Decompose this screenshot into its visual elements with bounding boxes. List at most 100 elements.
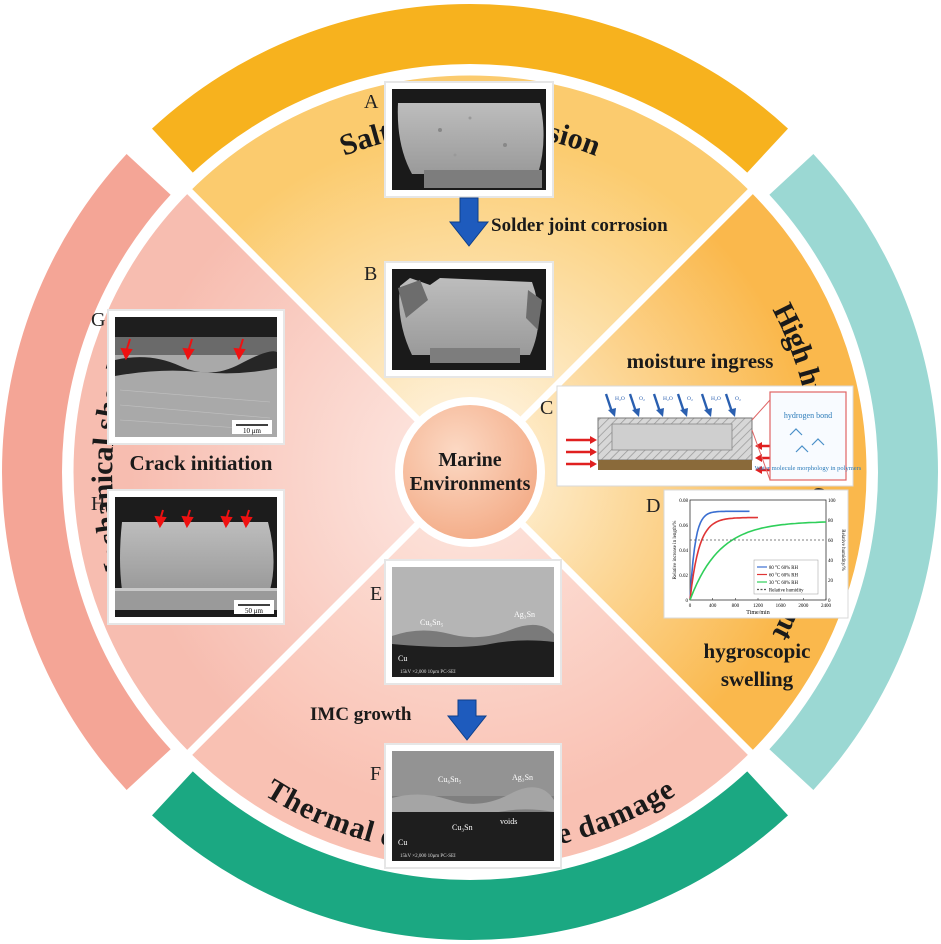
- legend-box: [753, 559, 819, 595]
- sem-image-h: 50 μm: [107, 489, 285, 625]
- x-tick-label: 1600: [776, 604, 787, 609]
- center-title-line1: Marine: [438, 449, 501, 471]
- x-tick-label: 2000: [798, 604, 809, 609]
- label-ag3sn-e: Ag₃Sn: [514, 610, 535, 619]
- ring-segment-left: [1, 154, 171, 790]
- x-tick-label: 1200: [753, 604, 764, 609]
- moisture-arrow: [652, 393, 662, 413]
- y2-tick-label: 40: [828, 559, 834, 564]
- series-30c: [689, 521, 827, 601]
- moisture-arrow: [604, 393, 614, 413]
- legend-label: 30 °C 60% RH: [769, 581, 799, 586]
- label-o2: O₂: [735, 396, 741, 402]
- x-tick-label: 0: [689, 604, 692, 609]
- moisture-arrow-head: [656, 408, 664, 417]
- panel-label-h: H: [91, 493, 105, 515]
- label-cu6sn5-e: Cu₆Sn₅: [420, 618, 444, 627]
- ring-segment-bottom: [152, 771, 788, 940]
- y2-tick-label: 100: [828, 499, 836, 504]
- series-60c: [689, 516, 759, 601]
- panel-label-b: B: [364, 263, 377, 285]
- sem-info-e: 15kV ×2,000 10μm PC-SEI: [400, 670, 456, 675]
- moisture-arrow-head: [632, 408, 640, 417]
- label-cu6sn5-f: Cu₆Sn₅: [438, 775, 462, 784]
- scale-bar-50um: 50 μm: [245, 607, 264, 615]
- label-h2o: H₂O: [711, 396, 721, 402]
- legend-label: 60 °C 60% RH: [769, 573, 799, 578]
- moisture-arrow-head: [704, 408, 712, 417]
- sem-image-a: [384, 81, 554, 198]
- down-arrow-corrosion: [448, 197, 490, 247]
- y-tick-label: 0.02: [679, 574, 688, 579]
- panel-label-d: D: [646, 495, 660, 517]
- moisture-arrow: [700, 393, 710, 413]
- annotation-swelling: swelling: [721, 667, 794, 691]
- moisture-side-arrow-head: [590, 436, 597, 444]
- label-voids-f: voids: [500, 817, 517, 826]
- label-cu-f: Cu: [398, 838, 407, 847]
- x-tick-label: 800: [732, 604, 740, 609]
- y-tick-label: 0.04: [679, 549, 688, 554]
- y2-tick-label: 0: [828, 599, 831, 604]
- x-tick-label: 400: [709, 604, 717, 609]
- label-o2: O₂: [639, 396, 645, 402]
- ring-segment-top: [152, 3, 788, 173]
- sem-image-b: [384, 261, 554, 378]
- annotation-hygroscopic: hygroscopic: [704, 639, 811, 663]
- down-arrow-imc: [446, 699, 488, 741]
- moisture-side-arrow-head: [590, 460, 597, 468]
- moisture-side-arrow-head: [590, 448, 597, 456]
- moisture-arrow: [676, 393, 686, 413]
- legend-label: 80 °C 60% RH: [769, 566, 799, 571]
- y-tick-label: 0.06: [679, 524, 688, 529]
- schematic-moisture-c: H₂O O₂ H₂O O₂ H₂O O₂ hydrogen bond Water mole…: [556, 385, 862, 487]
- scale-bar-10um: 10 μm: [243, 427, 262, 435]
- label-h2o: H₂O: [615, 396, 625, 402]
- moisture-arrow-head: [608, 408, 616, 417]
- sem-image-g: 10 μm: [107, 309, 285, 445]
- hydrogen-bond-label: hydrogen bond: [784, 411, 832, 420]
- y2-tick-label: 20: [828, 579, 834, 584]
- x-tick-label: 2400: [821, 604, 832, 609]
- annotation-moisture-ingress: moisture ingress: [627, 349, 774, 373]
- series-80c: [689, 510, 750, 601]
- y2-tick-label: 60: [828, 539, 834, 544]
- label-h2o: H₂O: [663, 396, 673, 402]
- y2-tick-label: 80: [828, 519, 834, 524]
- center-circle: Marine Environments: [395, 397, 545, 547]
- panel-label-a: A: [364, 91, 379, 113]
- annotation-solder-joint-corrosion: Solder joint corrosion: [491, 215, 668, 236]
- outer-ring: [1, 3, 938, 940]
- panel-label-g: G: [91, 309, 105, 331]
- water-molecule-label: Water molecule morphology in polymers: [755, 465, 862, 472]
- y-tick-label: 0: [686, 599, 689, 604]
- moisture-arrow: [724, 393, 734, 413]
- moisture-side-arrow-head: [755, 466, 762, 474]
- panel-label-e: E: [370, 583, 382, 605]
- ring-segment-right: [769, 154, 938, 790]
- y-axis-title: Relative increase in length/%: [673, 521, 678, 580]
- y2-axis-title: Relative humidity/%: [840, 529, 845, 571]
- moisture-side-arrow-head: [755, 454, 762, 462]
- legend-label: Relative humidity: [769, 588, 804, 593]
- label-o2: O₂: [687, 396, 693, 402]
- moisture-arrow-head: [680, 408, 688, 417]
- y-tick-label: 0.08: [679, 499, 688, 504]
- label-cu3sn-f: Cu₃Sn: [452, 823, 473, 832]
- moisture-side-arrow-head: [755, 442, 762, 450]
- label-ag3sn-f: Ag₃Sn: [512, 773, 533, 782]
- x-axis-title: Time/min: [746, 610, 769, 616]
- sem-image-e: Cu₆Sn₅ Ag₃Sn Cu 15kV ×2,000 10μm PC-SEI: [384, 559, 562, 685]
- annotation-crack-initiation: Crack initiation: [130, 451, 273, 475]
- sem-info-f: 15kV ×2,000 10μm PC-SEI: [400, 854, 456, 859]
- center-title-line2: Environments: [410, 473, 531, 495]
- moisture-arrow-head: [728, 408, 736, 417]
- moisture-arrow: [628, 393, 638, 413]
- panel-label-c: C: [540, 397, 553, 419]
- panel-label-f: F: [370, 763, 381, 785]
- annotation-imc-growth: IMC growth: [310, 704, 412, 725]
- sem-image-f: Cu₆Sn₅ Ag₃Sn Cu₃Sn voids Cu 15kV ×2,000 …: [384, 743, 562, 869]
- label-cu-e: Cu: [398, 654, 407, 663]
